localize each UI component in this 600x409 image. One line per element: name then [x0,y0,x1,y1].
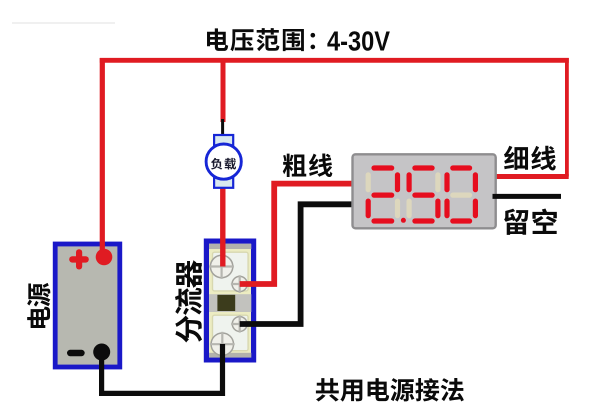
svg-text:4-30V: 4-30V [327,26,390,57]
